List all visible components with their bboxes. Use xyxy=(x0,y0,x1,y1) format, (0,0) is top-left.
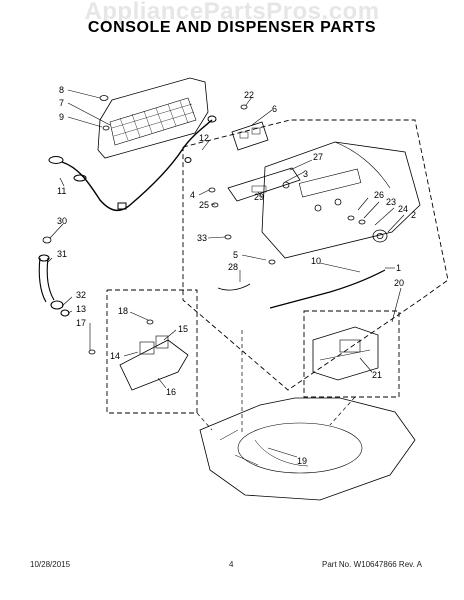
callout-1: 1 xyxy=(396,263,401,273)
callout-7: 7 xyxy=(59,98,64,108)
callout-19: 19 xyxy=(297,456,307,466)
callout-14: 14 xyxy=(110,351,120,361)
callout-26: 26 xyxy=(374,190,384,200)
callout-labels: 8 7 9 12 22 6 27 3 29 4 25 33 5 28 10 1 … xyxy=(57,85,416,466)
callout-33: 33 xyxy=(197,233,207,243)
callout-20: 20 xyxy=(394,278,404,288)
callout-9: 9 xyxy=(59,112,64,122)
callout-18: 18 xyxy=(118,306,128,316)
callout-6: 6 xyxy=(272,104,277,114)
callout-10: 10 xyxy=(311,256,321,266)
inlet-hose-part xyxy=(38,254,70,317)
callout-5: 5 xyxy=(233,250,238,260)
watermark: AppliancePartsPros.com xyxy=(84,0,380,25)
callout-31: 31 xyxy=(57,249,67,259)
console-rod-part xyxy=(269,269,386,309)
washer-top-part xyxy=(199,397,416,501)
water-valve-part xyxy=(88,319,189,391)
callout-17: 17 xyxy=(76,318,86,328)
callout-29: 29 xyxy=(254,192,264,202)
dispenser-drawer-part xyxy=(312,326,379,381)
callout-3: 3 xyxy=(303,169,308,179)
callout-leaders xyxy=(47,89,405,458)
footer-part-number: Part No. W10647866 Rev. A xyxy=(322,560,422,569)
callout-11: 11 xyxy=(57,186,66,196)
callout-15: 15 xyxy=(178,324,188,334)
callout-8: 8 xyxy=(59,85,64,95)
callout-16: 16 xyxy=(166,387,176,397)
wire-harness-part xyxy=(48,115,217,212)
console-panel-part xyxy=(261,141,421,259)
control-board-part xyxy=(227,121,301,202)
dashed-group-console xyxy=(182,119,449,391)
callout-25: 25 xyxy=(199,200,209,210)
callout-32: 32 xyxy=(76,290,86,300)
footer-page-number: 4 xyxy=(229,560,234,569)
footer-date: 10/28/2015 xyxy=(30,560,71,569)
callout-2: 2 xyxy=(411,210,416,220)
jumper-wire-part xyxy=(217,283,251,291)
dashed-group-dispenser-box xyxy=(303,310,400,398)
callout-23: 23 xyxy=(386,197,396,207)
callout-22: 22 xyxy=(244,90,254,100)
callout-24: 24 xyxy=(398,204,408,214)
fastener-parts xyxy=(42,104,366,265)
callout-4: 4 xyxy=(190,190,195,200)
rear-housing-part xyxy=(97,77,209,159)
callout-21: 21 xyxy=(372,370,382,380)
dashed-leaders xyxy=(196,330,356,435)
callout-30: 30 xyxy=(57,216,67,226)
callout-13: 13 xyxy=(76,304,86,314)
page-title: CONSOLE AND DISPENSER PARTS xyxy=(87,19,377,36)
callout-12: 12 xyxy=(199,133,209,143)
callout-27: 27 xyxy=(313,152,323,162)
callout-28: 28 xyxy=(228,262,238,272)
